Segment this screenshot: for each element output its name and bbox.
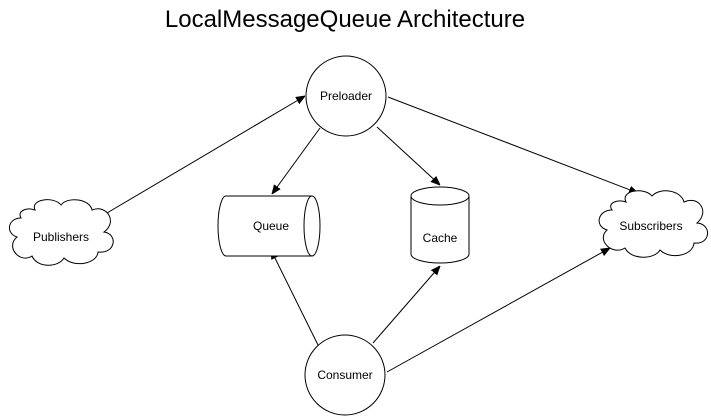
edge-preloader-to-queue: [272, 127, 321, 194]
subscribers-cloud-shape: [598, 190, 708, 258]
edges: [106, 96, 638, 373]
edge-publishers-to-preloader: [106, 96, 305, 214]
node-consumer: Consumer: [304, 334, 386, 416]
node-preloader: Preloader: [305, 55, 387, 137]
queue-cylinder-end: [303, 195, 313, 257]
cache-cylinder-body: [410, 186, 470, 264]
preloader-circle-shape: [305, 55, 387, 137]
publishers-label: Publishers: [33, 230, 89, 244]
consumer-label: Consumer: [317, 368, 372, 382]
preloader-label: Preloader: [320, 89, 372, 103]
consumer-circle-shape: [304, 334, 386, 416]
node-publishers: Publishers: [9, 199, 114, 266]
diagram-title: LocalMessageQueue Architecture: [165, 6, 525, 33]
node-queue: Queue: [217, 195, 321, 257]
edge-consumer-to-subscribers: [386, 248, 610, 373]
edge-consumer-to-queue: [271, 250, 319, 346]
edge-consumer-to-cache: [372, 266, 440, 344]
edge-preloader-to-subscribers: [387, 96, 638, 193]
cache-label: Cache: [423, 231, 458, 245]
cache-cylinder-top: [410, 195, 470, 206]
node-cache: Cache: [410, 186, 470, 264]
edge-preloader-to-cache: [376, 126, 440, 185]
node-subscribers: Subscribers: [598, 190, 708, 258]
publishers-cloud-shape: [9, 199, 114, 266]
queue-label: Queue: [253, 219, 289, 233]
subscribers-label: Subscribers: [619, 219, 682, 233]
